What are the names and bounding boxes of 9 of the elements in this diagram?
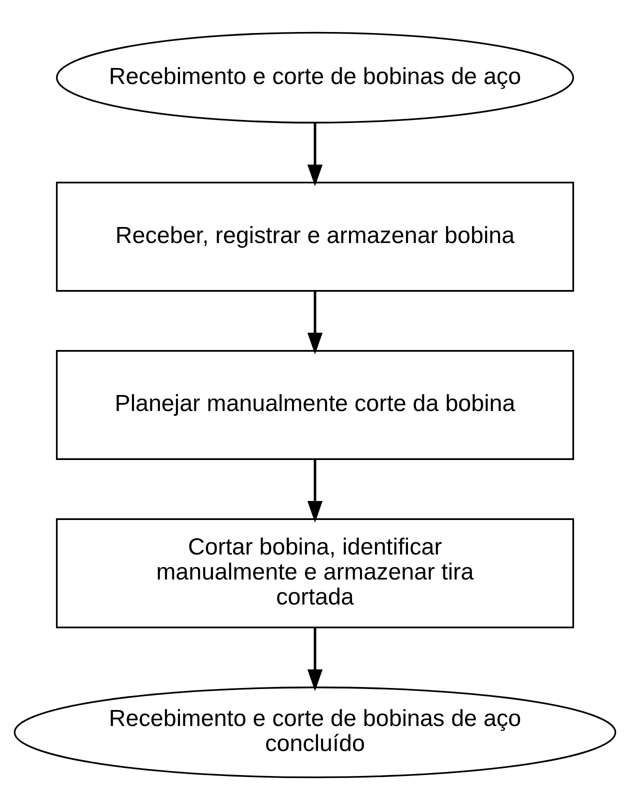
node-ellipse: Recebimento e corte de bobinas de aço concluído [14,686,616,778]
node-box: Cortar bobina, identificar manualmente e armazenar tira cortada [56,518,574,628]
arrow [307,122,323,186]
arrow [307,290,323,354]
node-box: Planejar manualmente corte da bobina [56,350,574,460]
node-ellipse: Recebimento e corte de bobinas de aço [56,31,574,123]
arrow [307,627,323,691]
node-box: Receber, registrar e armazenar bobina [56,181,574,292]
arrow [307,458,323,522]
